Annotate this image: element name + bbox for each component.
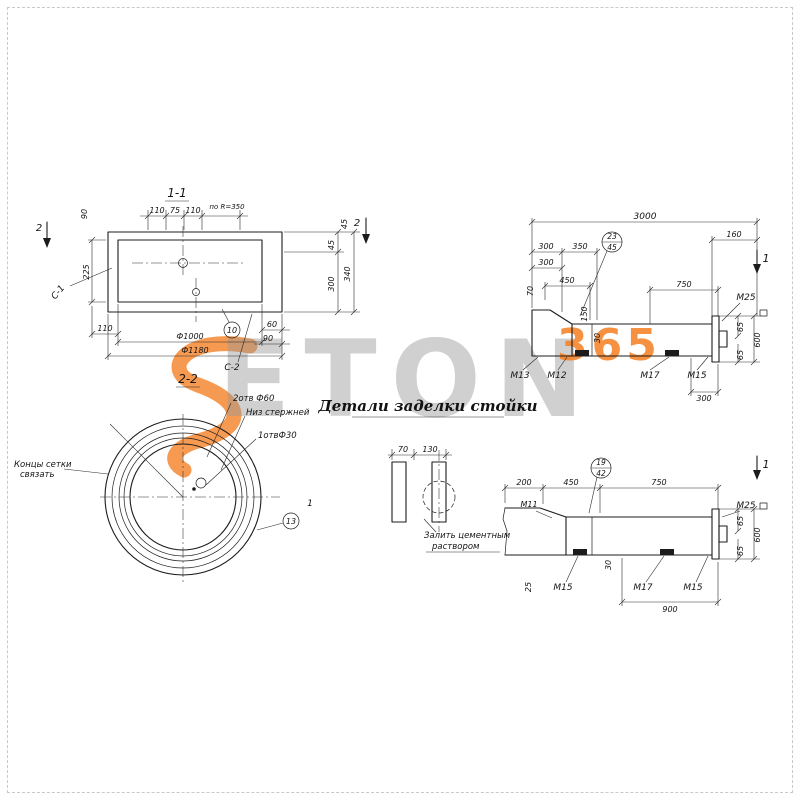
drawing-title: Детали заделки стойки bbox=[317, 397, 538, 418]
item-bubble: 45 bbox=[607, 243, 617, 252]
dim-label: 200 bbox=[516, 478, 531, 487]
dim-label: 110 bbox=[185, 206, 200, 215]
dim-label: Ф1000 bbox=[176, 332, 203, 341]
dim-label: 25 bbox=[524, 582, 533, 592]
dim-label: 90 bbox=[80, 209, 89, 219]
dim-label: 225 bbox=[82, 264, 91, 279]
dim-label: 3000 bbox=[634, 212, 657, 222]
cut-arrow-2-left-icon bbox=[43, 221, 51, 248]
dim-label: 340 bbox=[343, 266, 352, 281]
dim-label: Концы сетки bbox=[14, 460, 72, 470]
stake-elevation-top-view bbox=[522, 218, 768, 396]
dim-label: 45 bbox=[340, 219, 349, 229]
dim-label: 900 bbox=[662, 605, 677, 614]
dim-label: 300 bbox=[327, 276, 336, 291]
dim-label: 70 bbox=[398, 445, 408, 454]
dim-label: 750 bbox=[676, 280, 691, 289]
view-arrow-1-top-icon bbox=[753, 249, 761, 274]
dim-label: Ф1180 bbox=[181, 346, 208, 355]
dim-label: 350 bbox=[572, 242, 587, 251]
dim-label: M15 bbox=[683, 583, 702, 593]
view-arrow-1-bottom-icon bbox=[753, 455, 761, 480]
dim-label: 300 bbox=[538, 242, 553, 251]
dim-label: 150 bbox=[580, 306, 589, 321]
cut-mark-label: 2 bbox=[354, 218, 360, 229]
dim-label: M25 bbox=[736, 501, 755, 511]
dim-label: раствором bbox=[431, 542, 480, 552]
item-bubble: 19 bbox=[596, 458, 606, 467]
dim-label: 110 bbox=[97, 324, 112, 333]
weld-symbol-icon bbox=[759, 309, 768, 317]
stake-elevation-bottom-view bbox=[501, 455, 768, 606]
dim-label: 110 bbox=[149, 206, 164, 215]
dim-label: M17 bbox=[633, 583, 652, 593]
dim-label: M11 bbox=[520, 500, 537, 509]
dim-label: связать bbox=[20, 470, 55, 480]
dim-label: 65 bbox=[736, 546, 745, 556]
view-mark-1: 1 bbox=[763, 252, 770, 265]
item-bubble: 13 bbox=[286, 517, 296, 526]
dim-label: по R=350 bbox=[209, 203, 245, 211]
cut-mark-label: 2 bbox=[36, 223, 42, 234]
cut-arrow-2-right-icon bbox=[362, 217, 370, 244]
dim-label: 130 bbox=[422, 445, 437, 454]
section-2-title: 2-2 bbox=[178, 372, 198, 386]
dim-label: 30 bbox=[593, 333, 602, 343]
item-bubble: 42 bbox=[596, 469, 606, 478]
dim-label: 300 bbox=[538, 258, 553, 267]
dim-label: M12 bbox=[547, 371, 566, 381]
dim-label: 160 bbox=[726, 230, 741, 239]
drawing-title-text: Детали заделки стойки bbox=[317, 397, 537, 415]
dim-label: 750 bbox=[651, 478, 666, 487]
dim-label: M15 bbox=[553, 583, 572, 593]
dim-label: 90 bbox=[263, 334, 273, 343]
dim-label: 45 bbox=[327, 240, 336, 250]
dim-label: 65 bbox=[736, 516, 745, 526]
weld-mark-c2: С-2 bbox=[224, 363, 240, 373]
dim-label: 1отвФ30 bbox=[258, 431, 297, 441]
dim-label: 75 bbox=[170, 206, 180, 215]
dim-label: M25 bbox=[736, 293, 755, 303]
dim-label: 450 bbox=[563, 478, 578, 487]
dim-label: Залить цементным bbox=[424, 531, 511, 541]
dim-label: 60 bbox=[267, 320, 277, 329]
dim-label: 65 bbox=[736, 350, 745, 360]
dim-label: 65 bbox=[736, 322, 745, 332]
dim-label: 450 bbox=[559, 276, 574, 285]
dim-label: 600 bbox=[753, 527, 762, 542]
dim-label: 300 bbox=[696, 394, 711, 403]
dim-label: 600 bbox=[753, 332, 762, 347]
dim-label: M13 bbox=[510, 371, 529, 381]
item-bubble: 23 bbox=[607, 232, 617, 241]
item-bubble: 10 bbox=[227, 326, 237, 335]
dim-label: M17 bbox=[640, 371, 659, 381]
view-mark-1: 1 bbox=[763, 458, 770, 471]
dim-label: M15 bbox=[687, 371, 706, 381]
embedment-detail-view bbox=[388, 449, 500, 553]
dim-label: 2отв Ф60 bbox=[233, 394, 274, 404]
weld-symbol-icon bbox=[759, 502, 768, 510]
section-1-1-view bbox=[43, 200, 370, 363]
section-1-title: 1-1 bbox=[167, 186, 187, 200]
dim-label: 1 bbox=[307, 499, 313, 509]
dim-label: 70 bbox=[526, 286, 535, 296]
dim-label: Низ стержней bbox=[246, 408, 310, 418]
weld-mark-c1: С-1 bbox=[50, 284, 67, 302]
dim-label: 30 bbox=[604, 560, 613, 570]
